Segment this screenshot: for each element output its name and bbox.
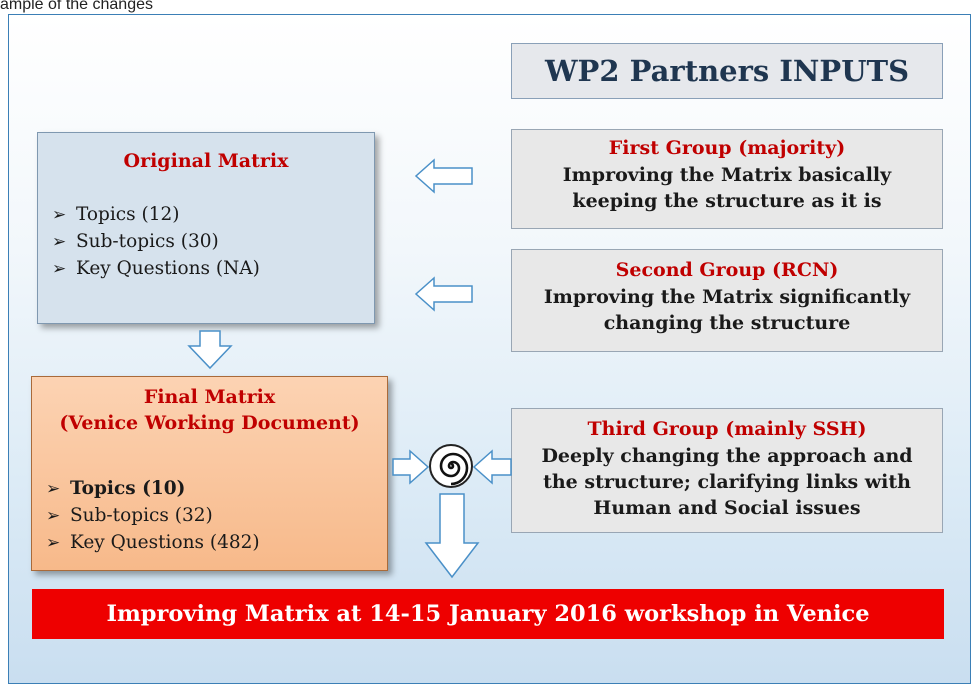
list-item: ➢ Topics (12) [52, 201, 260, 228]
third-group-text-line1: Deeply changing the approach and [541, 445, 913, 467]
bullet-arrow-icon: ➢ [52, 258, 67, 279]
slide-title: WP2 Partners INPUTS [544, 54, 910, 88]
final-matrix-heading: Final Matrix [143, 386, 276, 408]
bullet-arrow-icon: ➢ [52, 231, 67, 252]
left-arrow-icon [414, 158, 474, 194]
left-arrow-icon [472, 449, 512, 485]
original-key-questions: Key Questions (NA) [76, 258, 260, 279]
third-group-box: Third Group (mainly SSH) Deeply changing… [511, 408, 943, 533]
original-matrix-box: Original Matrix ➢ Topics (12) ➢ Sub-topi… [37, 132, 375, 324]
left-arrow-icon [414, 276, 474, 312]
spiral-icon [428, 443, 474, 489]
banner-text: Improving Matrix at 14-15 January 2016 w… [106, 601, 870, 627]
final-sub-topics: Sub-topics (32) [70, 505, 213, 526]
top-caption: ample of the changes [0, 0, 153, 13]
right-arrow-icon [392, 449, 430, 485]
bullet-arrow-icon: ➢ [46, 478, 61, 499]
original-topics: Topics (12) [76, 204, 180, 225]
bullet-arrow-icon: ➢ [52, 204, 67, 225]
second-group-heading: Second Group (RCN) [615, 259, 839, 281]
first-group-text-line1: Improving the Matrix basically [562, 164, 892, 186]
list-item: ➢ Key Questions (NA) [52, 255, 260, 282]
first-group-heading: First Group (majority) [608, 137, 846, 159]
original-matrix-heading: Original Matrix [123, 150, 289, 172]
list-item: ➢ Topics (10) [46, 475, 260, 502]
bullet-arrow-icon: ➢ [46, 532, 61, 553]
original-matrix-list: ➢ Topics (12) ➢ Sub-topics (30) ➢ Key Qu… [52, 201, 260, 282]
list-item: ➢ Sub-topics (32) [46, 502, 260, 529]
final-matrix-subheading: (Venice Working Document) [59, 412, 360, 434]
down-arrow-icon [424, 493, 480, 579]
workshop-banner: Improving Matrix at 14-15 January 2016 w… [32, 589, 944, 639]
original-sub-topics: Sub-topics (30) [76, 231, 219, 252]
first-group-box: First Group (majority) Improving the Mat… [511, 129, 943, 229]
second-group-text-line2: changing the structure [603, 312, 851, 334]
final-matrix-box: Final Matrix (Venice Working Document) ➢… [31, 376, 388, 571]
list-item: ➢ Key Questions (482) [46, 529, 260, 556]
second-group-box: Second Group (RCN) Improving the Matrix … [511, 249, 943, 352]
title-box: WP2 Partners INPUTS [511, 43, 943, 99]
final-topics: Topics (10) [70, 478, 186, 499]
final-matrix-list: ➢ Topics (10) ➢ Sub-topics (32) ➢ Key Qu… [46, 475, 260, 556]
second-group-text-line1: Improving the Matrix significantly [543, 286, 911, 308]
down-arrow-icon [186, 330, 234, 370]
third-group-text-line2: the structure; clarifying links with [543, 471, 911, 493]
list-item: ➢ Sub-topics (30) [52, 228, 260, 255]
first-group-text-line2: keeping the structure as it is [572, 190, 882, 212]
third-group-text-line3: Human and Social issues [593, 497, 861, 519]
final-key-questions: Key Questions (482) [70, 532, 260, 553]
bullet-arrow-icon: ➢ [46, 505, 61, 526]
third-group-heading: Third Group (mainly SSH) [587, 418, 867, 440]
